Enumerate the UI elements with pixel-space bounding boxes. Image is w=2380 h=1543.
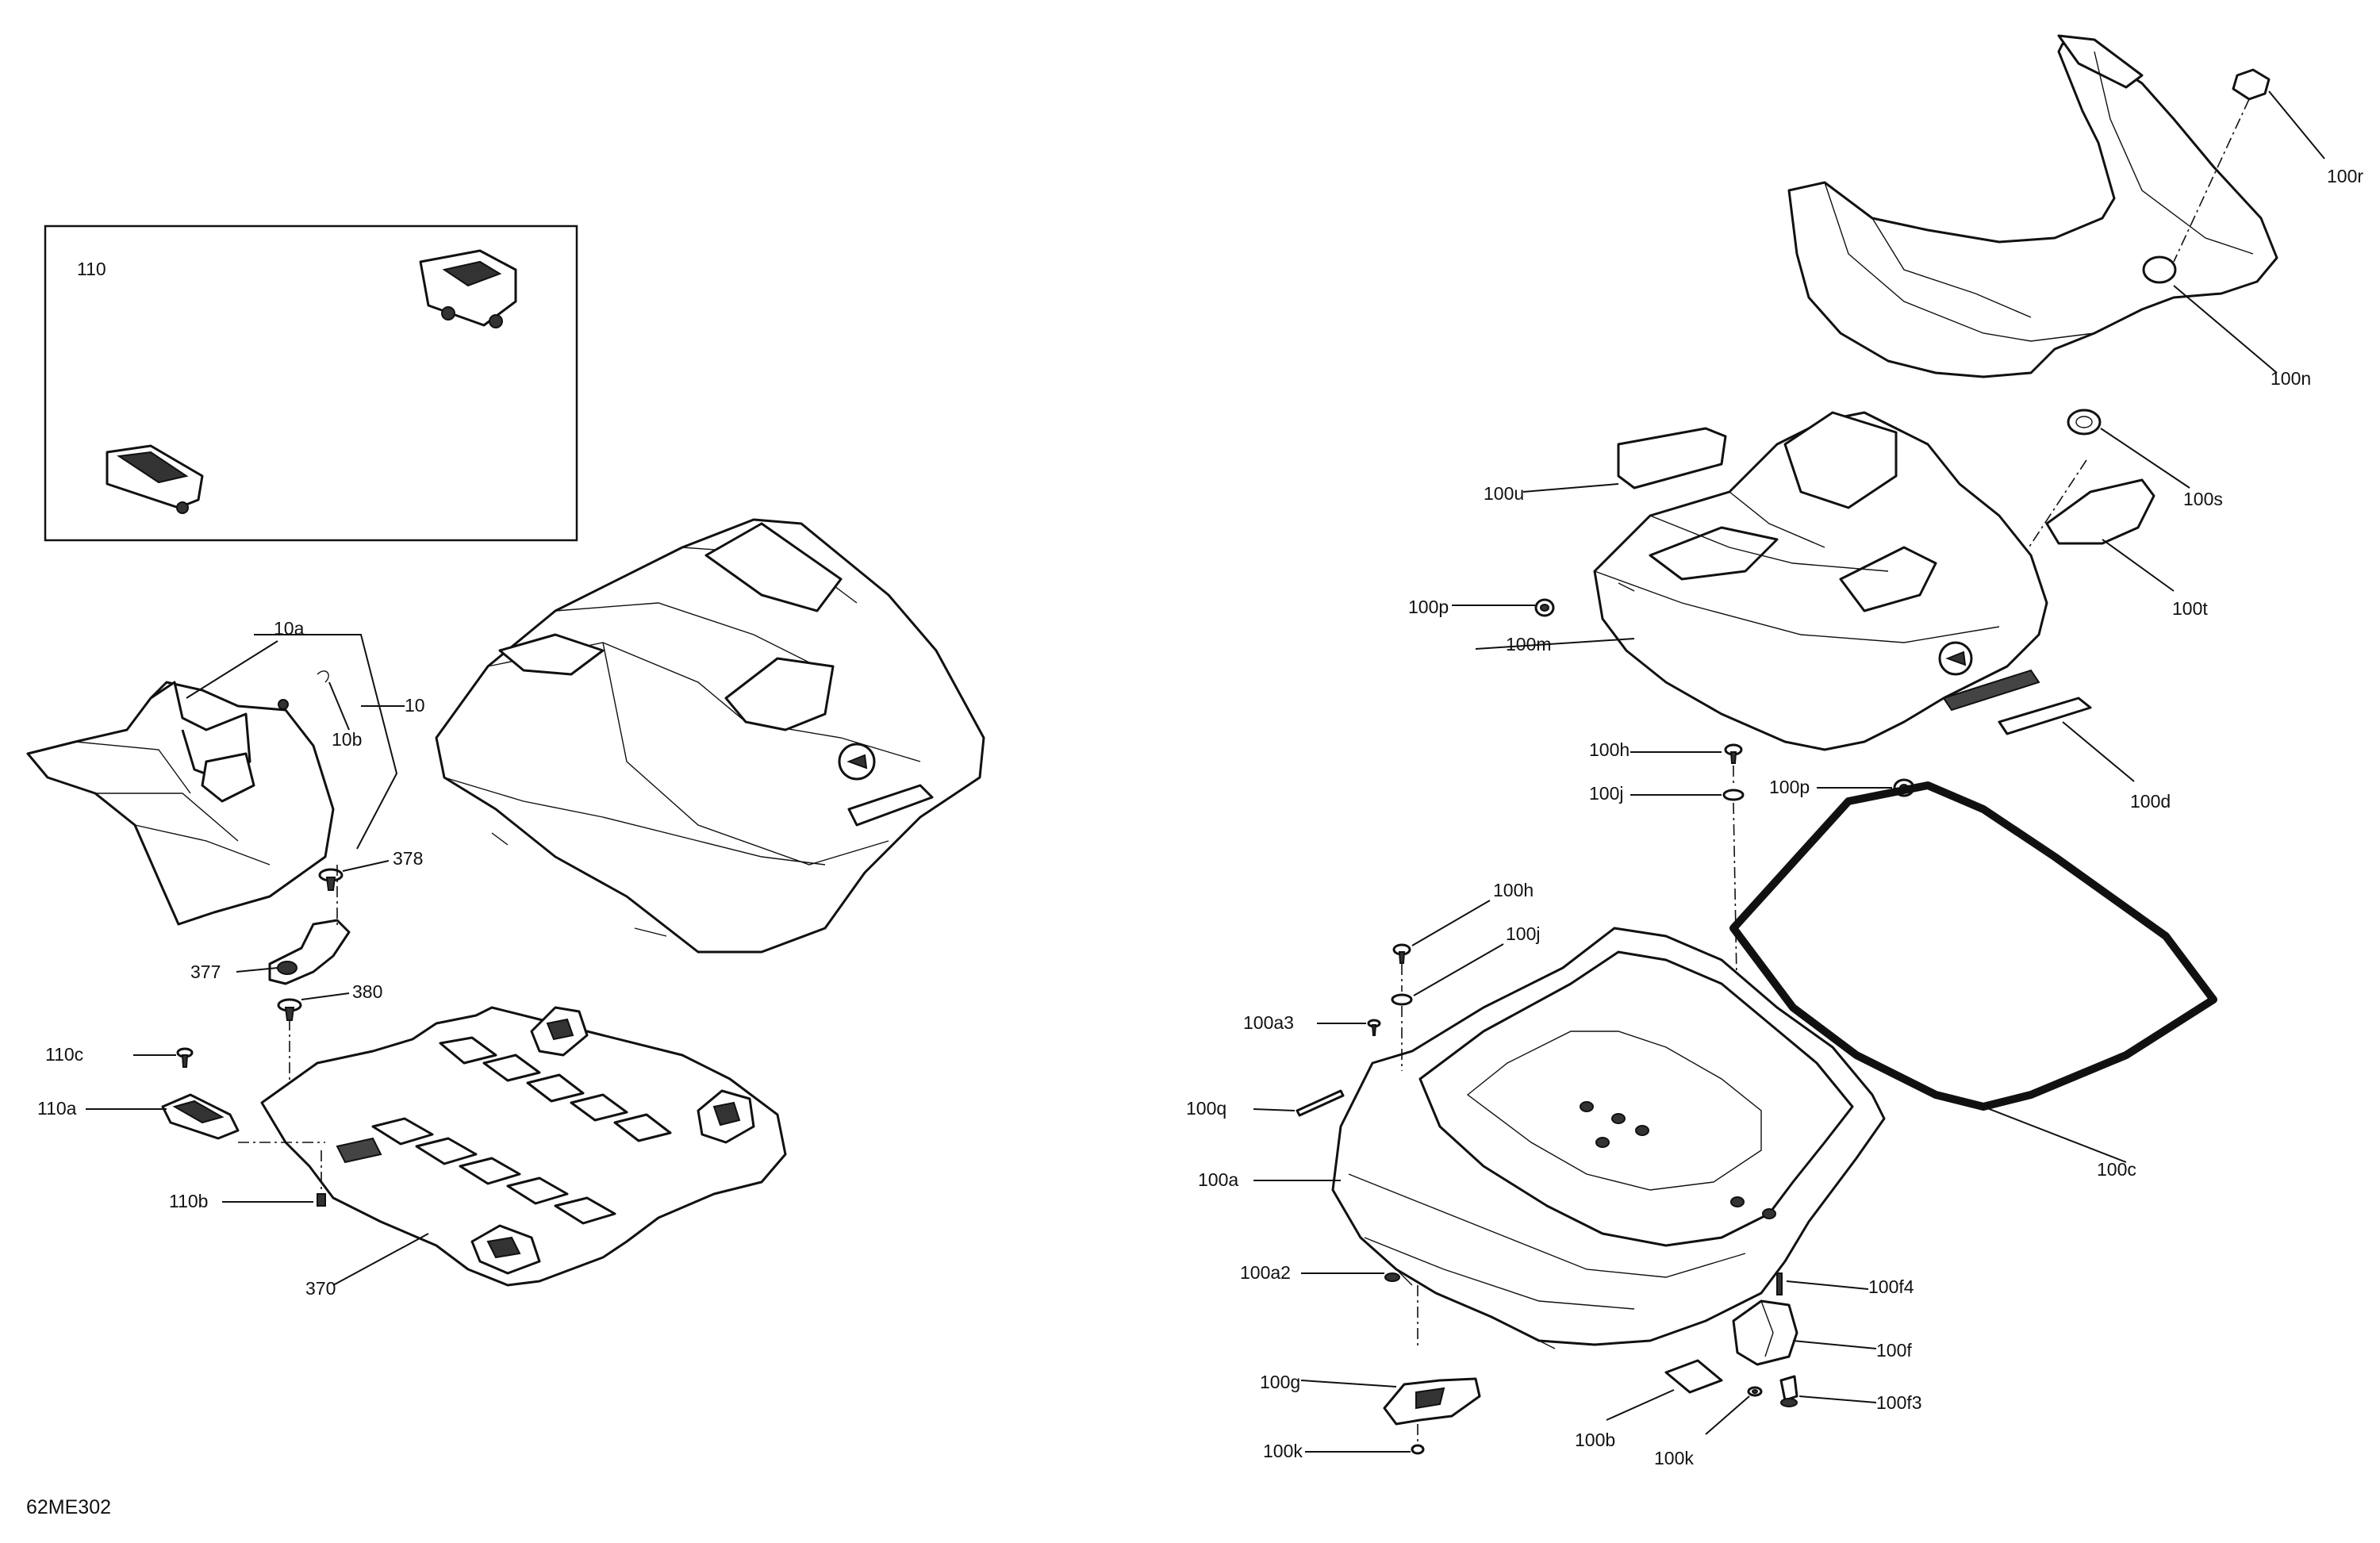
decal-100t	[2045, 478, 2155, 545]
inset-handle-bottom	[106, 444, 204, 514]
callout-100p-top: 100p	[1408, 597, 1449, 617]
callout-110a: 110a	[37, 1098, 77, 1119]
inset-label: 110	[77, 259, 106, 279]
nut-100k-left	[1411, 1444, 1425, 1455]
callout-100j-top: 100j	[1589, 783, 1623, 804]
callout-100h-top: 100h	[1589, 739, 1630, 760]
callout-100h: 100h	[1493, 880, 1534, 900]
callout-100f4: 100f4	[1868, 1276, 1914, 1297]
push-rivet-378	[318, 868, 344, 891]
callout-100u: 100u	[1484, 483, 1524, 504]
bumper-100p-top	[1534, 598, 1555, 617]
latch-100f	[1732, 1299, 1798, 1366]
callout-100d: 100d	[2130, 791, 2171, 812]
callout-100j: 100j	[1506, 923, 1540, 944]
nut-100k-right	[1747, 1386, 1763, 1397]
callout-10: 10	[405, 695, 425, 716]
callout-100s: 100s	[2183, 489, 2223, 509]
callout-378: 378	[393, 848, 423, 869]
callout-100k-left: 100k	[1263, 1441, 1303, 1461]
latch-pin-100f3	[1779, 1375, 1798, 1407]
box-floor-bosses	[1580, 1101, 1776, 1219]
callout-100g: 100g	[1260, 1372, 1300, 1392]
screw-100a3	[1367, 1019, 1381, 1036]
base-plate-370	[260, 1006, 787, 1287]
washer-100j-top	[1722, 789, 1745, 801]
callout-100f: 100f	[1876, 1340, 1912, 1361]
hinge-strip-100d	[1998, 697, 2092, 735]
callout-100q: 100q	[1186, 1098, 1226, 1119]
callout-100p-mid: 100p	[1769, 777, 1810, 797]
grommet-100s	[2067, 409, 2102, 436]
callout-380: 380	[352, 981, 382, 1002]
callout-110b: 110b	[169, 1191, 208, 1211]
callout-100f3: 100f3	[1876, 1392, 1922, 1413]
callout-100a: 100a	[1198, 1169, 1238, 1190]
base-plate-windows	[371, 1036, 672, 1225]
callout-100t: 100t	[2172, 598, 2208, 619]
inset-box: 110	[44, 225, 578, 542]
callout-10b: 10b	[332, 729, 362, 750]
callout-100a2: 100a2	[1240, 1262, 1291, 1283]
lid-100m	[1593, 411, 2048, 751]
callout-10a: 10a	[274, 618, 305, 639]
nut-110b	[317, 1193, 326, 1207]
base-plate-handle-1	[530, 1006, 589, 1057]
callout-100c: 100c	[2097, 1159, 2136, 1180]
screw-100h-top	[1724, 743, 1743, 764]
base-plate-handle-2	[697, 1089, 755, 1144]
callout-100r: 100r	[2327, 166, 2363, 186]
seal-100c	[1729, 781, 2217, 1111]
cap-100r	[2232, 68, 2271, 101]
screw-100h	[1392, 943, 1411, 964]
pad-100b	[1664, 1359, 1723, 1394]
decal-100u	[1617, 427, 1727, 489]
callout-377: 377	[190, 961, 221, 982]
callout-100b: 100b	[1575, 1430, 1615, 1450]
inset-handle-top	[419, 249, 517, 328]
bracket-100g	[1383, 1377, 1481, 1426]
box-body-100a	[1331, 927, 1886, 1349]
part-100a2	[1384, 1272, 1400, 1282]
callout-370: 370	[305, 1278, 336, 1299]
drawing-reference: 62ME302	[26, 1496, 111, 1518]
callout-100m: 100m	[1506, 634, 1552, 654]
handle-110a	[161, 1093, 240, 1140]
callout-100k-right: 100k	[1654, 1448, 1694, 1468]
bracket-377	[268, 919, 351, 985]
base-plate-handle-3	[470, 1224, 541, 1275]
push-rivet-380	[277, 998, 302, 1021]
front-cover-assembly	[26, 670, 335, 926]
washer-100j	[1391, 993, 1413, 1006]
spring-pin-100f4	[1776, 1272, 1783, 1295]
callout-100n: 100n	[2271, 368, 2311, 389]
callout-100a3: 100a3	[1243, 1012, 1294, 1033]
callout-110c: 110c	[45, 1044, 83, 1065]
screw-110c	[176, 1047, 194, 1068]
top-cover-100n	[1787, 34, 2278, 378]
storage-box-assembled	[435, 518, 985, 954]
pin-100q	[1296, 1089, 1345, 1117]
